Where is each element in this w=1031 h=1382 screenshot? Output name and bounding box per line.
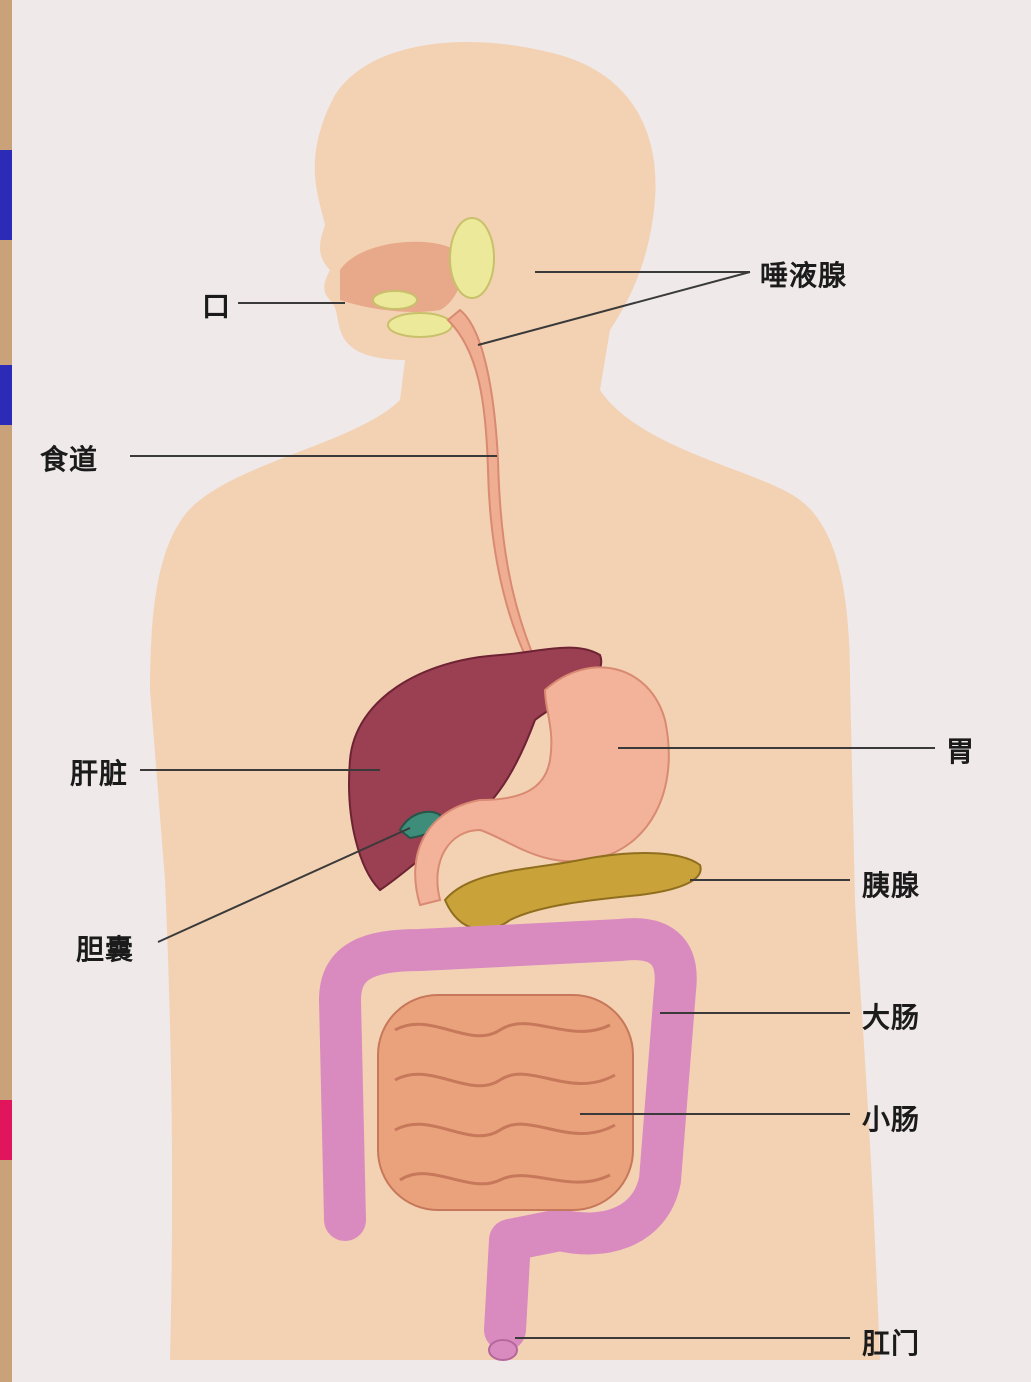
label-liver: 肝脏 (70, 752, 128, 792)
edge-mark-red (0, 1100, 12, 1160)
label-stomach: 胃 (946, 730, 975, 770)
label-anus: 肛门 (862, 1322, 920, 1362)
salivary-gland-parotid (450, 218, 494, 298)
label-salivary-glands: 唾液腺 (760, 254, 847, 294)
label-large-intestine: 大肠 (862, 996, 920, 1036)
salivary-gland-submandibular (388, 313, 452, 337)
edge-mark-blue-2 (0, 365, 12, 425)
anus-end (489, 1340, 517, 1360)
small-intestine-organ (378, 995, 633, 1210)
salivary-gland-sublingual (373, 291, 417, 309)
label-small-intestine: 小肠 (862, 1098, 920, 1138)
edge-mark-blue-1 (0, 150, 12, 240)
label-gallbladder: 胆囊 (76, 928, 134, 968)
label-esophagus: 食道 (40, 438, 98, 478)
label-pancreas: 胰腺 (862, 864, 920, 904)
label-mouth: 口 (202, 285, 231, 325)
